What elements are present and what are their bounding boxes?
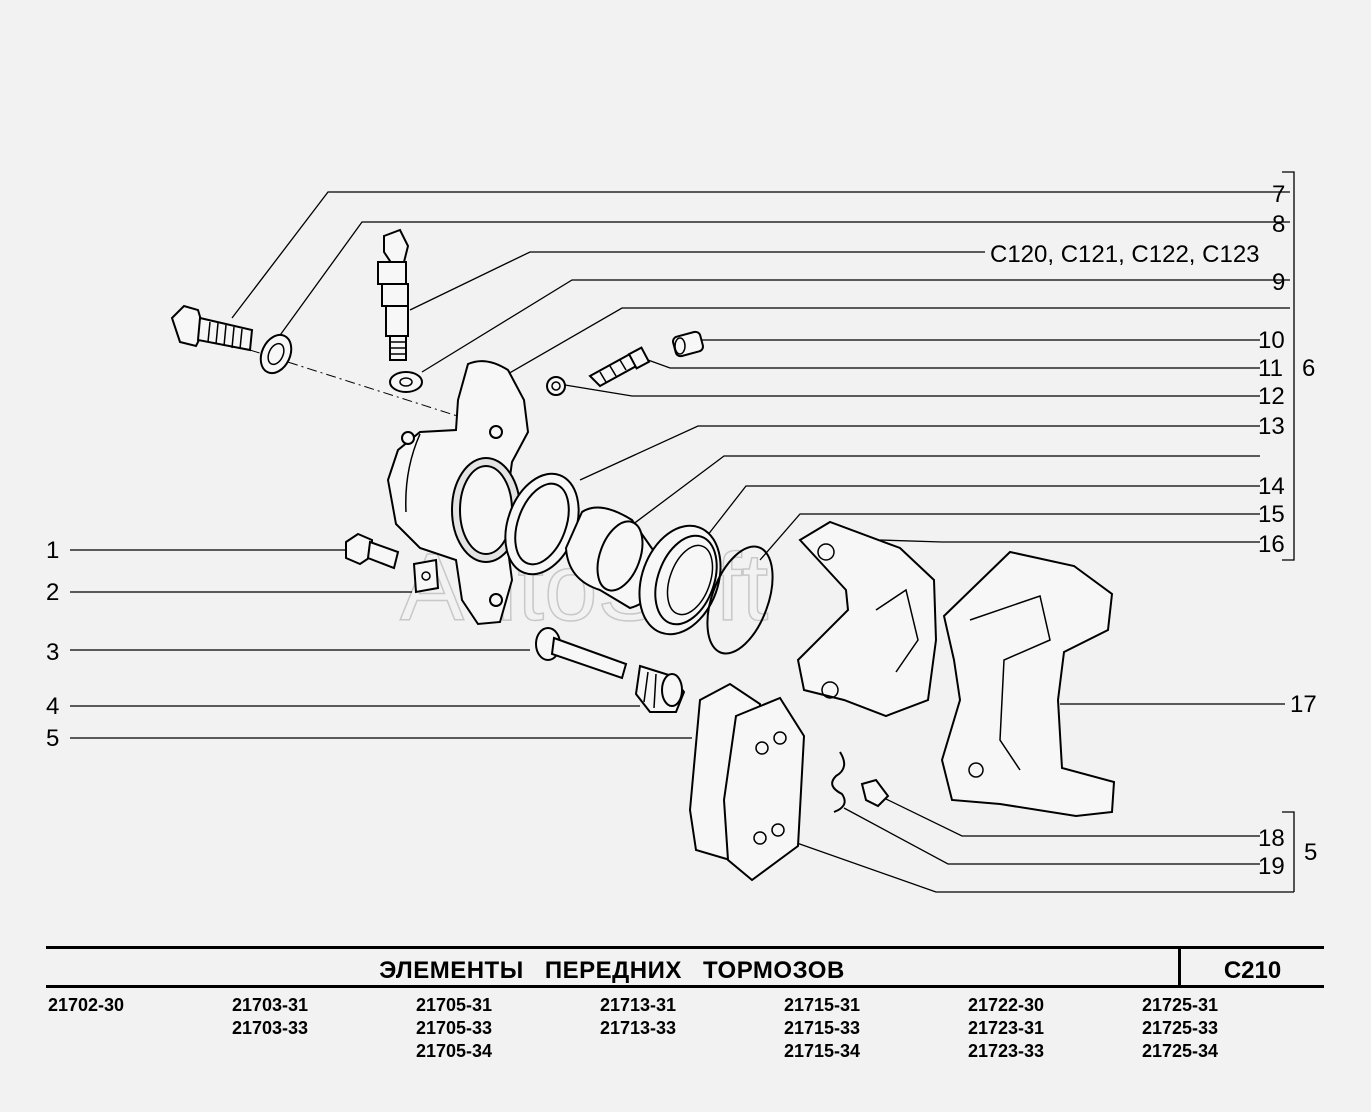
callout-2: 2: [46, 579, 59, 606]
retaining-ring-16: [706, 545, 774, 655]
model-number: 21725-33: [1142, 1018, 1219, 1038]
bleed-cap-12: [546, 376, 566, 396]
anchor-bracket-17: [940, 550, 1116, 818]
model-number: 21703-31: [232, 995, 309, 1015]
bolt-18: [860, 778, 890, 808]
model-column: 21715-31 21715-33 21715-34: [784, 994, 860, 1063]
washer-9: [389, 371, 423, 393]
model-number: 21702-30: [48, 995, 125, 1015]
model-number: 21723-31: [968, 1018, 1045, 1038]
model-number: 21705-33: [416, 1018, 493, 1038]
callout-10: 10: [1258, 327, 1285, 354]
title-bar: ЭЛЕМЕНТЫ ПЕРЕДНИХ ТОРМОЗОВ C210: [46, 946, 1324, 988]
model-column: 21725-31 21725-33 21725-34: [1142, 994, 1218, 1063]
callout-9: 9: [1272, 269, 1285, 296]
callout-19: 19: [1258, 853, 1285, 880]
callout-5: 5: [46, 725, 59, 752]
callout-4: 4: [46, 693, 59, 720]
callout-17: 17: [1290, 691, 1317, 718]
callout-7: 7: [1272, 181, 1285, 208]
callout-ref: C120, C121, C122, C123: [990, 241, 1260, 268]
model-number: 21705-34: [416, 1041, 493, 1061]
bleed-valve-11: [588, 346, 651, 388]
model-number: 21715-33: [784, 1018, 861, 1038]
callout-5-group: 5: [1304, 839, 1317, 866]
guide-pin-3: [535, 627, 628, 680]
model-number: 21703-33: [232, 1018, 309, 1038]
model-number: 21725-31: [1142, 995, 1219, 1015]
brake-pads-5: [688, 682, 806, 882]
model-number: 21723-33: [968, 1041, 1045, 1061]
callout-15: 15: [1258, 501, 1285, 528]
model-number: 21725-34: [1142, 1041, 1219, 1061]
dust-boot-15: [638, 524, 722, 636]
cap-10: [672, 330, 704, 358]
model-column: 21703-31 21703-33: [232, 994, 308, 1040]
callout-11: 11: [1258, 355, 1283, 382]
spring-clip-19: [831, 751, 846, 813]
model-column: 21713-31 21713-33: [600, 994, 676, 1040]
leader-lines: [70, 171, 1295, 893]
model-number: 21715-31: [784, 995, 861, 1015]
title-divider: [1178, 949, 1181, 985]
model-number: 21715-34: [784, 1041, 861, 1061]
callout-16: 16: [1258, 531, 1285, 558]
plate-2: [412, 558, 440, 594]
model-number: 21713-33: [600, 1018, 677, 1038]
caliper-bracket: [796, 520, 938, 718]
callout-14: 14: [1258, 473, 1285, 500]
caliper-body: [386, 360, 530, 626]
page-code: C210: [1223, 957, 1282, 984]
pin-boot-4: [634, 664, 686, 713]
callout-18: 18: [1258, 825, 1285, 852]
callout-12: 12: [1258, 383, 1285, 410]
washer-8: [259, 333, 293, 375]
piston-14: [564, 506, 662, 610]
callout-labels: 1 2 3 4 5 7 8 C120, C121, C122, C123 9 1…: [46, 181, 1317, 880]
exploded-brake-diagram: AutoSoft: [46, 171, 1317, 893]
callout-1: 1: [46, 537, 59, 564]
model-column: 21702-30: [48, 994, 124, 1017]
seal-ring-13: [504, 472, 580, 576]
bolt-7: [170, 304, 254, 352]
bolt-1: [345, 532, 400, 570]
model-column: 21722-30 21723-31 21723-33: [968, 994, 1044, 1063]
model-column: 21705-31 21705-33 21705-34: [416, 994, 492, 1063]
page-title: ЭЛЕМЕНТЫ ПЕРЕДНИХ ТОРМОЗОВ: [379, 957, 845, 984]
assembly-axis: [249, 349, 471, 421]
callout-3: 3: [46, 639, 59, 666]
model-number: 21713-31: [600, 995, 677, 1015]
callout-13: 13: [1258, 413, 1285, 440]
model-number: 21722-30: [968, 995, 1045, 1015]
brake-hose-fitting: [377, 228, 410, 361]
callout-6: 6: [1302, 355, 1315, 382]
callout-8: 8: [1272, 211, 1285, 238]
model-number: 21705-31: [416, 995, 493, 1015]
